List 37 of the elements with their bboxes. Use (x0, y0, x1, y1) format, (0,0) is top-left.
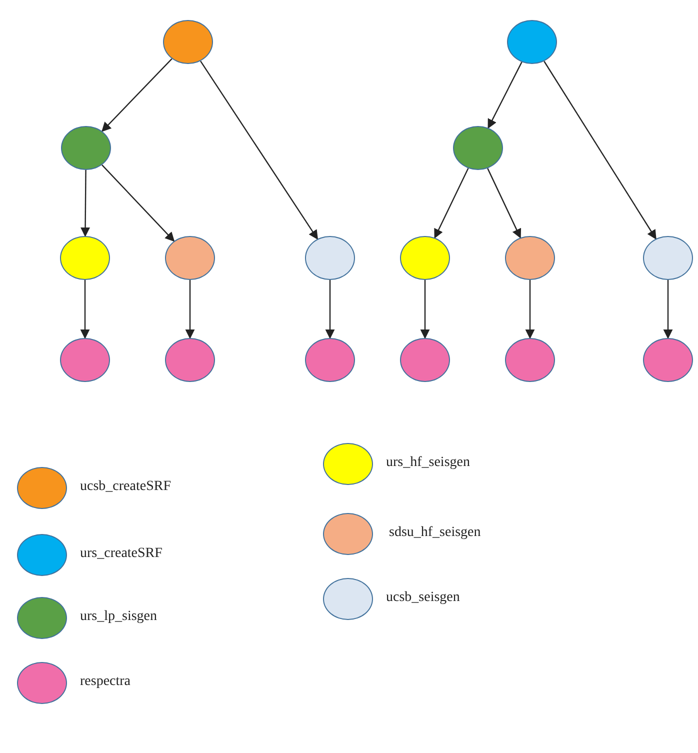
circle-node (165, 338, 215, 382)
arrow (663, 280, 673, 339)
circle-node (60, 236, 110, 280)
circle-node (505, 236, 555, 280)
arrow (200, 60, 318, 240)
arrow (434, 168, 469, 239)
circle-node (507, 20, 557, 64)
circle-node (453, 126, 503, 170)
arrow (102, 164, 175, 242)
circle-node (165, 236, 215, 280)
arrow (80, 170, 90, 237)
arrow (544, 60, 656, 240)
circle-node (643, 338, 693, 382)
legend-label: ucsb_seisgen (386, 590, 460, 606)
circle-node (305, 338, 355, 382)
arrow (420, 280, 430, 339)
arrow (488, 62, 522, 129)
legend-label: urs_hf_seisgen (386, 455, 470, 471)
circle-node (643, 236, 693, 280)
circle-node (400, 338, 450, 382)
arrow (80, 280, 90, 339)
legend-label: ucsb_createSRF (80, 479, 171, 495)
circle-node (60, 338, 110, 382)
circle-node (505, 338, 555, 382)
circle-node (305, 236, 355, 280)
arrow (525, 280, 535, 339)
legend-label: urs_createSRF (80, 546, 162, 562)
legend-label: urs_lp_sisgen (80, 609, 157, 625)
arrow (487, 168, 522, 239)
circle-node (163, 20, 213, 64)
circle-node (400, 236, 450, 280)
legend-label: respectra (80, 674, 131, 690)
arrow (185, 280, 195, 339)
arrow (325, 280, 335, 339)
arrow (102, 58, 172, 132)
circle-node (61, 126, 111, 170)
legend-label: sdsu_hf_seisgen (389, 525, 481, 541)
